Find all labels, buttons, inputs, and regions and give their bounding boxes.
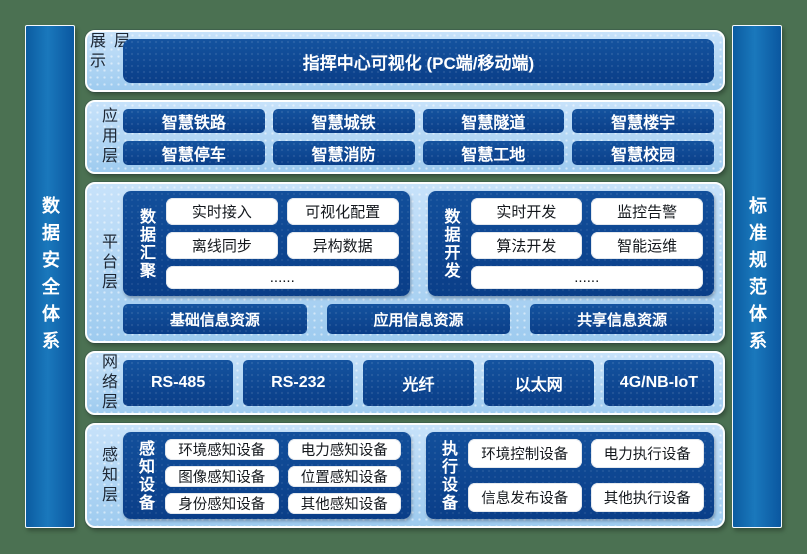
data-aggregation-group: 数据汇聚 实时接入 可视化配置 离线同步 异构数据 ...... xyxy=(123,191,410,296)
development-item-monitor-alert: 监控告警 xyxy=(591,198,703,225)
sensing-item-environment: 环境感知设备 xyxy=(165,439,279,460)
sensing-item-location: 位置感知设备 xyxy=(287,466,401,487)
aggregation-item-realtime-access: 实时接入 xyxy=(166,198,278,225)
display-layer-label: 展示层 xyxy=(87,32,128,72)
data-security-system-label: 数据安全体系 xyxy=(40,195,60,358)
execution-devices-title: 执行设备 xyxy=(439,439,456,512)
resource-application-info: 应用信息资源 xyxy=(326,304,511,334)
sensing-item-other: 其他感知设备 xyxy=(287,493,401,514)
aggregation-item-offline-sync: 离线同步 xyxy=(166,232,278,259)
network-button-fiber: 光纤 xyxy=(363,360,474,406)
layer-panel-platform: 平台层 数据汇聚 实时接入 可视化配置 离线同步 异构数据 ...... 数据开… xyxy=(85,182,725,343)
network-button-rs232: RS-232 xyxy=(243,360,354,406)
app-button-smart-building: 智慧楼宇 xyxy=(572,109,714,133)
layer-panel-perception: 感知层 感知设备 环境感知设备 电力感知设备 图像感知设备 位置感知设备 身份感… xyxy=(85,423,725,528)
perception-layer-label: 感知层 xyxy=(99,445,116,506)
app-button-smart-railway: 智慧铁路 xyxy=(123,109,265,133)
aggregation-item-heterogeneous-data: 异构数据 xyxy=(286,232,399,259)
layer-panel-network: 网络层 RS-485 RS-232 光纤 以太网 4G/NB-IoT xyxy=(85,351,725,415)
app-button-smart-firefighting: 智慧消防 xyxy=(272,141,415,165)
data-development-title: 数据开发 xyxy=(441,207,459,280)
aggregation-item-ellipsis: ...... xyxy=(166,266,399,289)
execution-item-power-execution: 电力执行设备 xyxy=(590,439,704,468)
standards-system-label: 标准规范体系 xyxy=(747,195,767,358)
aggregation-item-visual-config: 可视化配置 xyxy=(286,198,399,225)
network-button-4g-nbiot: 4G/NB-IoT xyxy=(603,360,715,406)
layer-panel-application: 应用层 智慧铁路 智慧城铁 智慧隧道 智慧楼宇 智慧停车 智慧消防 智慧工地 智… xyxy=(85,100,725,174)
data-security-system-bar: 数据安全体系 xyxy=(25,25,75,528)
sensing-item-identity: 身份感知设备 xyxy=(165,493,279,514)
resource-shared-info: 共享信息资源 xyxy=(530,304,715,334)
data-aggregation-title: 数据汇聚 xyxy=(137,207,154,280)
development-item-intelligent-ops: 智能运维 xyxy=(591,232,703,259)
network-button-rs485: RS-485 xyxy=(123,360,234,406)
network-layer-label: 网络层 xyxy=(99,353,116,413)
execution-item-info-release: 信息发布设备 xyxy=(468,483,582,512)
app-button-smart-parking: 智慧停车 xyxy=(123,141,265,165)
development-item-ellipsis: ...... xyxy=(470,266,703,289)
app-button-smart-campus: 智慧校园 xyxy=(572,141,714,165)
execution-item-other-execution: 其他执行设备 xyxy=(590,483,704,512)
data-development-group: 数据开发 实时开发 监控告警 算法开发 智能运维 ...... xyxy=(428,191,715,296)
sensing-item-image: 图像感知设备 xyxy=(165,466,279,487)
resource-basic-info: 基础信息资源 xyxy=(123,304,307,334)
sensing-devices-title: 感知设备 xyxy=(136,439,153,512)
sensing-devices-group: 感知设备 环境感知设备 电力感知设备 图像感知设备 位置感知设备 身份感知设备 … xyxy=(123,432,411,519)
network-button-row: RS-485 RS-232 光纤 以太网 4G/NB-IoT xyxy=(123,360,715,406)
execution-devices-group: 执行设备 环境控制设备 电力执行设备 信息发布设备 其他执行设备 xyxy=(426,432,714,519)
layer-panel-display: 展示层 指挥中心可视化 (PC端/移动端) xyxy=(85,30,725,92)
network-button-ethernet: 以太网 xyxy=(483,360,594,406)
application-button-grid: 智慧铁路 智慧城铁 智慧隧道 智慧楼宇 智慧停车 智慧消防 智慧工地 智慧校园 xyxy=(123,109,714,165)
execution-item-environment-control: 环境控制设备 xyxy=(468,439,582,468)
sensing-item-power: 电力感知设备 xyxy=(287,439,401,460)
platform-layer-label: 平台层 xyxy=(99,232,116,293)
app-button-smart-worksite: 智慧工地 xyxy=(422,141,565,165)
standards-system-bar: 标准规范体系 xyxy=(732,25,782,528)
app-button-smart-tunnel: 智慧隧道 xyxy=(422,109,565,133)
development-item-algorithm-dev: 算法开发 xyxy=(470,232,583,259)
application-layer-label: 应用层 xyxy=(99,107,116,167)
app-button-smart-metro: 智慧城铁 xyxy=(272,109,415,133)
development-item-realtime-dev: 实时开发 xyxy=(470,198,583,225)
command-center-banner: 指挥中心可视化 (PC端/移动端) xyxy=(123,39,714,83)
